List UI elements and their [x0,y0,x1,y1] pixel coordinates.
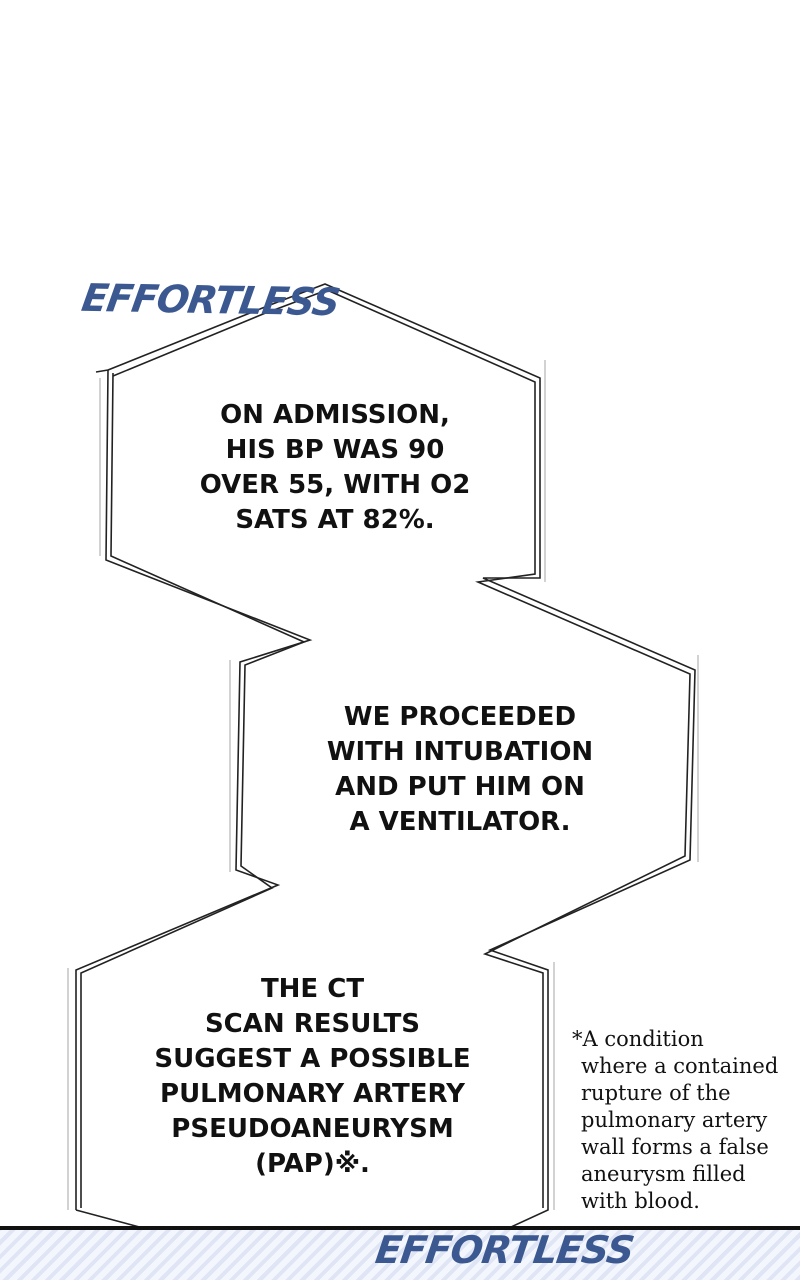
bubble-1-line: OVER 55, WITH O2 [199,470,471,500]
sfx-effortless-top: EFFORTLESS [78,275,343,325]
footnote: *A condition where a contained rupture o… [572,1026,797,1215]
speech-bubble-2: WE PROCEEDED WITH INTUBATION AND PUT HIM… [300,700,620,840]
bubble-1-left [75,369,313,1210]
bubble-2-line: WITH INTUBATION [326,737,594,767]
footnote-line: wall forms a false [581,1135,769,1159]
bubble-1-line: HIS BP WAS 90 [225,435,445,465]
bubble-1-top-edge [107,304,271,371]
footnote-line: pulmonary artery [581,1108,768,1132]
next-panel-strip [0,1226,800,1280]
bubble-1-line: ON ADMISSION, [220,400,450,430]
speech-bubble-1: ON ADMISSION, HIS BP WAS 90 OVER 55, WIT… [170,398,500,538]
bubble-3-line: PSEUDOANEURYSM [171,1114,454,1144]
bubble-1-outline-inner [273,289,691,1208]
bubble-1-left-inner [80,372,307,1208]
footnote-line: rupture of the [581,1081,731,1105]
sfx-effortless-bottom: EFFORTLESS [372,1228,637,1272]
footnote-line: where a contained [581,1054,779,1078]
bubble-1-line: SATS AT 82%. [235,505,435,535]
bubble-1-top-left [95,369,109,373]
bubble-2-line: WE PROCEEDED [343,702,577,732]
footnote-line: *A condition [572,1027,704,1051]
bubble-3-line: (PAP)※. [255,1149,370,1179]
footnote-line: with blood. [581,1189,700,1213]
bubble-1-top-edge-inner [112,311,269,377]
bubble-3-line: SUGGEST A POSSIBLE [154,1044,471,1074]
bubble-3-line: THE CT [260,974,365,1004]
bubble-2-line: AND PUT HIM ON [335,772,585,802]
bubble-2-line: A VENTILATOR. [349,807,571,837]
bubble-1-outline [269,283,696,1256]
bubble-3-line: SCAN RESULTS [204,1009,421,1039]
bubble-3-line: PULMONARY ARTERY [160,1079,465,1109]
footnote-line: aneurysm filled [581,1162,746,1186]
speech-bubble-3: THE CT SCAN RESULTS SUGGEST A POSSIBLE P… [140,972,485,1182]
